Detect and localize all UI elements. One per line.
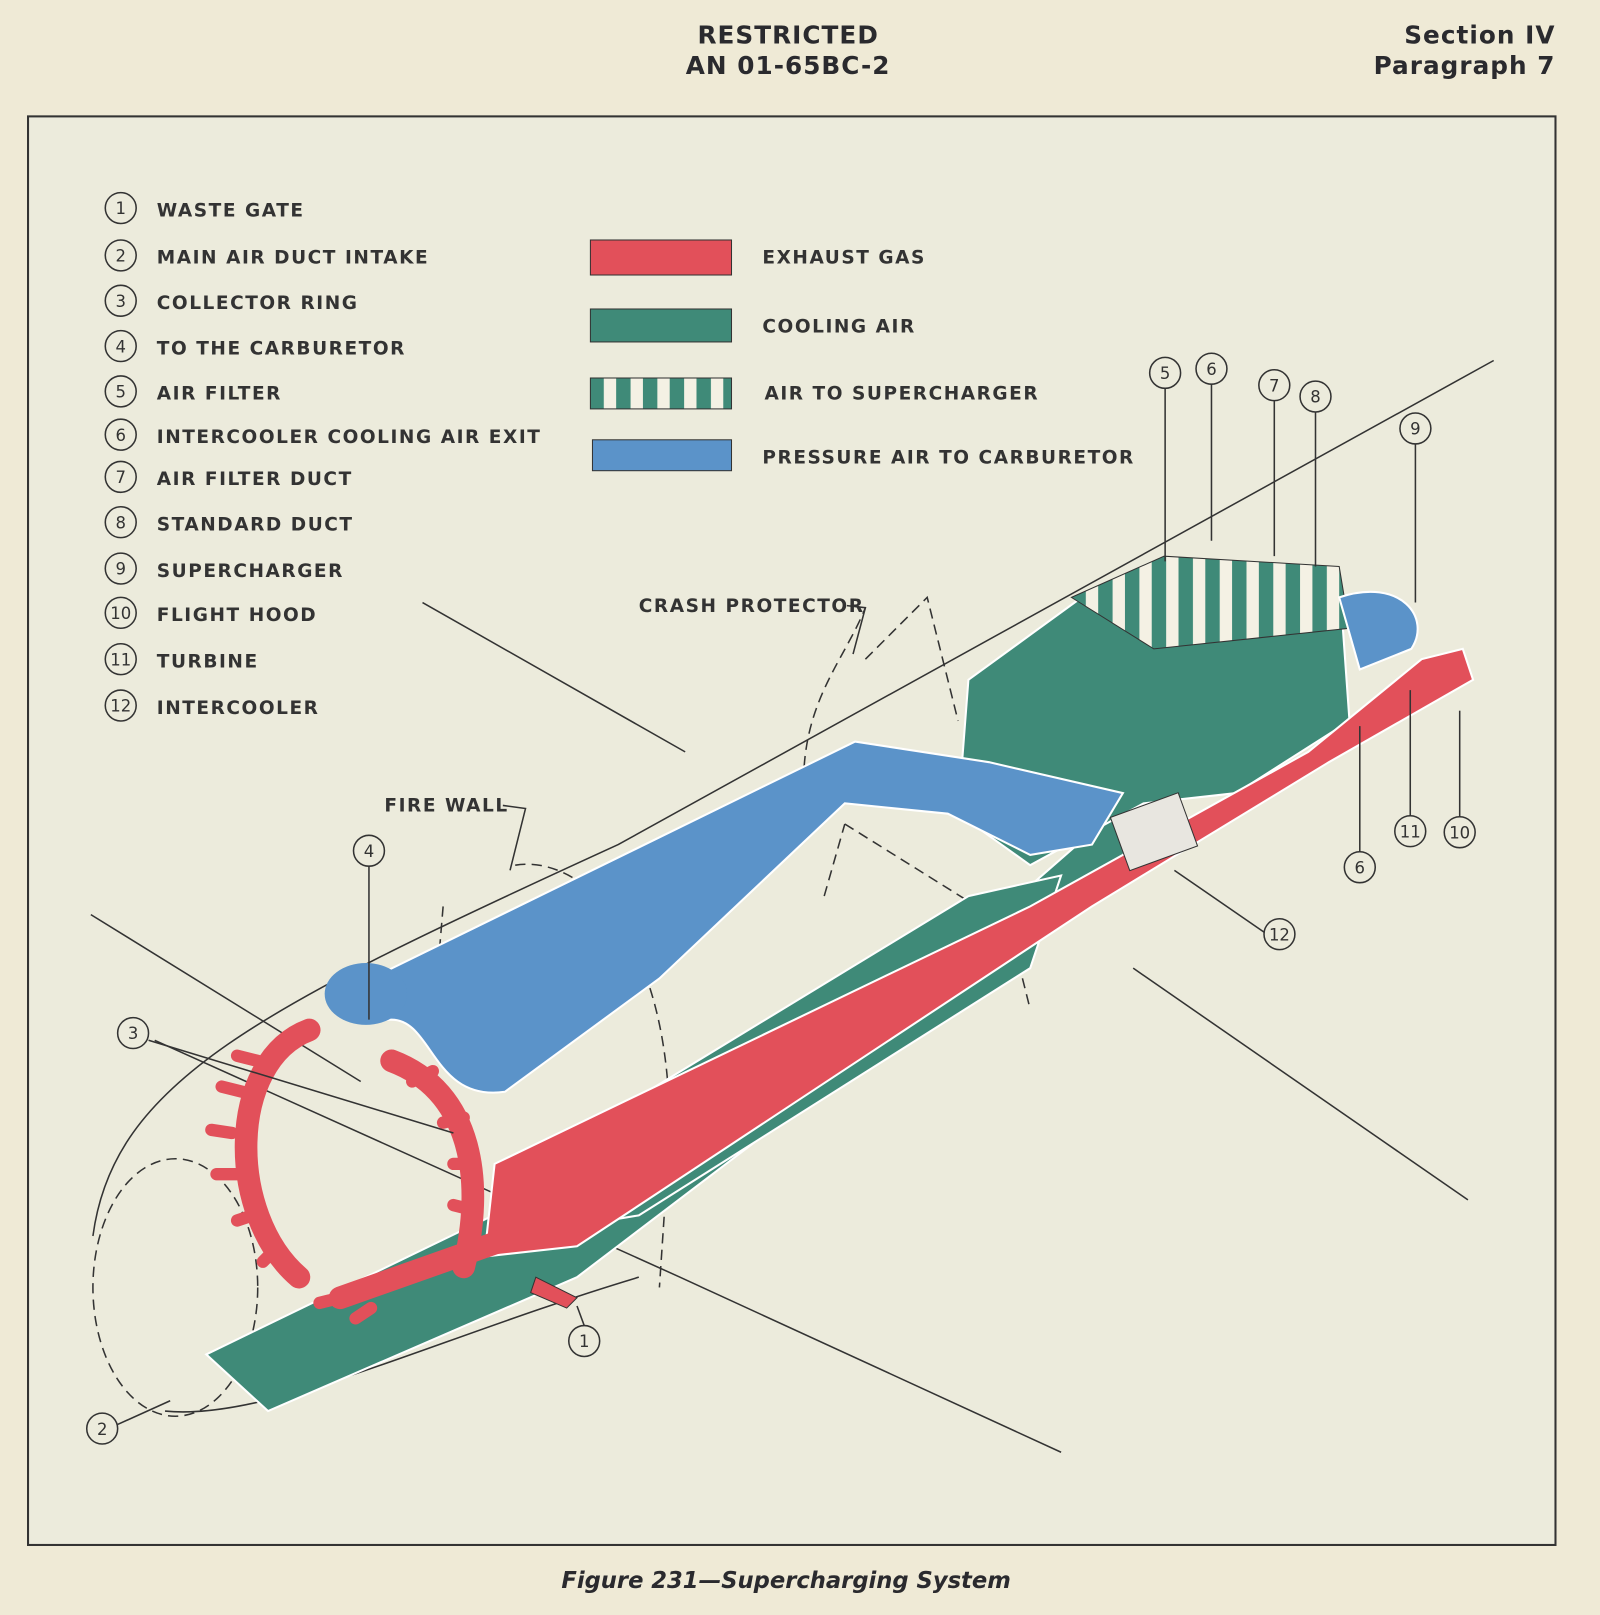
- svg-text:5: 5: [1160, 364, 1170, 383]
- header-section: Section IV: [1404, 20, 1555, 49]
- legend-item: 7 AIR FILTER DUCT: [104, 460, 353, 494]
- svg-text:INTERCOOLER COOLING AIR EXIT: INTERCOOLER COOLING AIR EXIT: [157, 427, 542, 448]
- callout: 4: [352, 834, 386, 1020]
- svg-text:3: 3: [115, 292, 125, 311]
- callout: 8: [1299, 380, 1332, 567]
- svg-text:4: 4: [364, 842, 374, 861]
- exhaust-gas-label: EXHAUST GAS: [762, 248, 925, 269]
- svg-text:10: 10: [1449, 823, 1470, 842]
- callout: 11: [1394, 690, 1427, 848]
- svg-text:8: 8: [115, 513, 125, 532]
- legend-item: 12 INTERCOOLER: [104, 689, 320, 722]
- legend-item: 2 MAIN AIR DUCT INTAKE: [104, 239, 429, 272]
- svg-text:AIR FILTER DUCT: AIR FILTER DUCT: [157, 469, 353, 490]
- svg-text:STANDARD DUCT: STANDARD DUCT: [157, 514, 354, 535]
- legend-item: 4 TO THE CARBURETOR: [104, 329, 406, 363]
- flow-legend: EXHAUST GAS COOLING AIR AIR TO SUPERCHAR…: [589, 239, 1134, 472]
- supercharger-diagram: CRASH PROTECTOR FIRE WALL 5 6 7 8 9 11 1…: [85, 352, 1495, 1453]
- legend-item: 5 AIR FILTER: [104, 375, 282, 408]
- svg-text:4: 4: [115, 337, 125, 356]
- svg-text:6: 6: [1355, 858, 1365, 877]
- svg-text:11: 11: [110, 650, 131, 669]
- callout: 6: [1195, 352, 1228, 541]
- svg-text:7: 7: [115, 468, 125, 487]
- pressure-air-label: PRESSURE AIR TO CARBURETOR: [762, 447, 1134, 468]
- callout: 9: [1399, 412, 1432, 603]
- pressure-air-swatch: [591, 439, 733, 472]
- svg-text:9: 9: [115, 560, 125, 579]
- legend-item: 6 INTERCOOLER COOLING AIR EXIT: [104, 418, 542, 451]
- svg-text:TO THE CARBURETOR: TO THE CARBURETOR: [157, 338, 406, 359]
- svg-text:3: 3: [128, 1024, 138, 1043]
- header-doc-number: AN 01-65BC-2: [686, 51, 891, 80]
- svg-text:FLIGHT HOOD: FLIGHT HOOD: [157, 605, 317, 626]
- svg-text:12: 12: [110, 697, 131, 716]
- callout: 5: [1148, 356, 1182, 562]
- legend-item: 9 SUPERCHARGER: [104, 552, 344, 585]
- svg-text:2: 2: [97, 1420, 107, 1439]
- svg-text:SUPERCHARGER: SUPERCHARGER: [157, 561, 344, 582]
- svg-text:TURBINE: TURBINE: [157, 651, 259, 672]
- svg-text:11: 11: [1400, 822, 1421, 841]
- svg-text:8: 8: [1310, 388, 1320, 407]
- legend-item: 11 TURBINE: [104, 642, 259, 676]
- svg-text:INTERCOOLER: INTERCOOLER: [157, 698, 320, 719]
- svg-text:2: 2: [115, 247, 125, 266]
- svg-text:5: 5: [115, 383, 125, 402]
- callout: 3: [116, 1016, 454, 1134]
- legend-item: 1 WASTE GATE: [104, 191, 305, 225]
- svg-text:COLLECTOR RING: COLLECTOR RING: [157, 293, 359, 314]
- svg-text:1: 1: [579, 1332, 589, 1351]
- callout: 6: [1343, 726, 1377, 884]
- svg-text:1: 1: [115, 199, 125, 218]
- exhaust-gas-swatch: [589, 239, 733, 276]
- air-to-supercharger-label: AIR TO SUPERCHARGER: [764, 384, 1039, 405]
- legend-item: 8 STANDARD DUCT: [104, 505, 354, 539]
- svg-text:MAIN AIR DUCT INTAKE: MAIN AIR DUCT INTAKE: [157, 248, 429, 269]
- header-restricted: RESTRICTED: [697, 20, 878, 49]
- svg-text:9: 9: [1410, 420, 1420, 439]
- callout: 12: [1173, 869, 1296, 951]
- svg-text:12: 12: [1269, 925, 1290, 944]
- callout: 1: [567, 1305, 601, 1358]
- legend-item: 3 COLLECTOR RING: [104, 284, 359, 317]
- callout: 10: [1443, 710, 1476, 849]
- callout: 2: [85, 1400, 171, 1445]
- svg-text:6: 6: [1206, 360, 1216, 379]
- svg-text:WASTE GATE: WASTE GATE: [157, 200, 305, 221]
- parts-legend: 1 WASTE GATE 2 MAIN AIR DUCT INTAKE 3 COLLE…: [104, 191, 542, 722]
- figure-caption: Figure 231—Supercharging System: [561, 1568, 1010, 1594]
- svg-text:AIR FILTER: AIR FILTER: [157, 384, 282, 405]
- callout: 7: [1258, 368, 1291, 557]
- fire-wall-label: FIRE WALL: [384, 796, 508, 817]
- svg-text:10: 10: [110, 604, 131, 623]
- svg-text:7: 7: [1269, 376, 1279, 395]
- crash-protector-label: CRASH PROTECTOR: [639, 596, 865, 617]
- header-paragraph: Paragraph 7: [1374, 51, 1556, 80]
- legend-item: 10 FLIGHT HOOD: [104, 596, 317, 630]
- cooling-air-label: COOLING AIR: [762, 317, 915, 338]
- svg-text:6: 6: [115, 426, 125, 445]
- cooling-air-swatch: [589, 308, 733, 343]
- air-to-supercharger-swatch: [589, 377, 733, 410]
